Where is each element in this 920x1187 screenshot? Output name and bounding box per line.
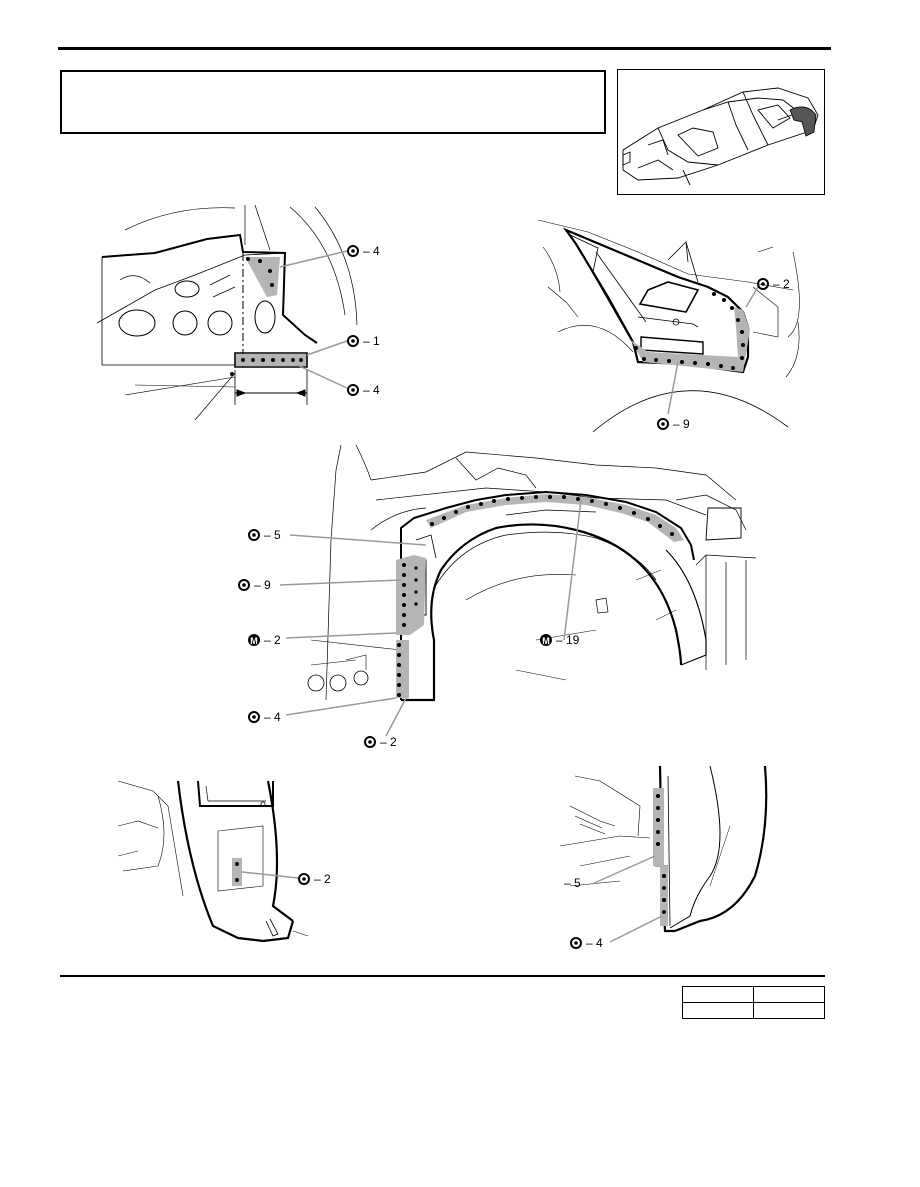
table-cell — [682, 986, 754, 1003]
callout-mig-19: M – 19 — [540, 633, 580, 647]
callout-spot-4b: – 4 — [347, 383, 380, 397]
callout-label: – 4 — [363, 244, 380, 258]
callout-spot-4: – 4 — [347, 244, 380, 258]
callout-spot-9: – 9 — [238, 578, 271, 592]
callout-spot-2: – 2 — [757, 277, 790, 291]
table-row — [682, 1002, 825, 1019]
figure-2-wheelhouse-bracket: – 2 – 9 — [538, 219, 800, 433]
callout-label: – 9 — [673, 417, 690, 431]
car-body-shell-illustration — [622, 87, 819, 186]
callout-spot-2: – 2 — [298, 872, 331, 886]
figure-4-pillar-lower: – 2 — [118, 780, 331, 943]
callout-label: – 5 — [264, 528, 281, 542]
callout-spot-9: – 9 — [657, 417, 690, 431]
title-box — [60, 70, 606, 134]
callout-mig-5: M– 5 — [564, 876, 581, 890]
callout-label: – 4 — [363, 383, 380, 397]
callout-label: – 2 — [314, 872, 331, 886]
footer-rule — [60, 975, 825, 977]
callout-spot-2: – 2 — [364, 735, 397, 749]
callout-spot-4: – 4 — [570, 936, 603, 950]
callout-label: – 2 — [380, 735, 397, 749]
figure-3-rear-wheelhouse-outer: – 5 – 9 M – 2 M – 19 – 4 – 2 — [238, 444, 757, 749]
highlighted-rear-wheelhouse — [789, 106, 817, 137]
callout-spot-1: – 1 — [347, 334, 380, 348]
callout-label: – 4 — [264, 710, 281, 724]
callout-spot-4: – 4 — [248, 710, 281, 724]
mig-symbol: M — [542, 636, 550, 646]
table-cell — [753, 1002, 825, 1019]
callout-label: – 4 — [586, 936, 603, 950]
mig-symbol: M — [250, 636, 258, 646]
callout-label: – 2 — [264, 633, 281, 647]
callout-label: – 9 — [254, 578, 271, 592]
callout-label: – 1 — [363, 334, 380, 348]
table-row — [682, 986, 825, 1003]
reference-table — [682, 986, 825, 1019]
table-cell — [753, 986, 825, 1003]
callout-mig-2: M – 2 — [248, 633, 281, 647]
vehicle-location-thumbnail — [617, 69, 825, 195]
callout-label: – 2 — [773, 277, 790, 291]
figure-1-front-lower-panel: – 4 – 1 – 4 — [96, 205, 380, 421]
figure-5-quarter-panel-lower: M– 5 – 4 — [560, 766, 768, 950]
header-rule — [58, 47, 831, 50]
callout-label: – 5 — [564, 876, 581, 890]
callout-spot-5: – 5 — [248, 528, 281, 542]
table-cell — [682, 1002, 754, 1019]
callout-label: – 19 — [556, 633, 580, 647]
